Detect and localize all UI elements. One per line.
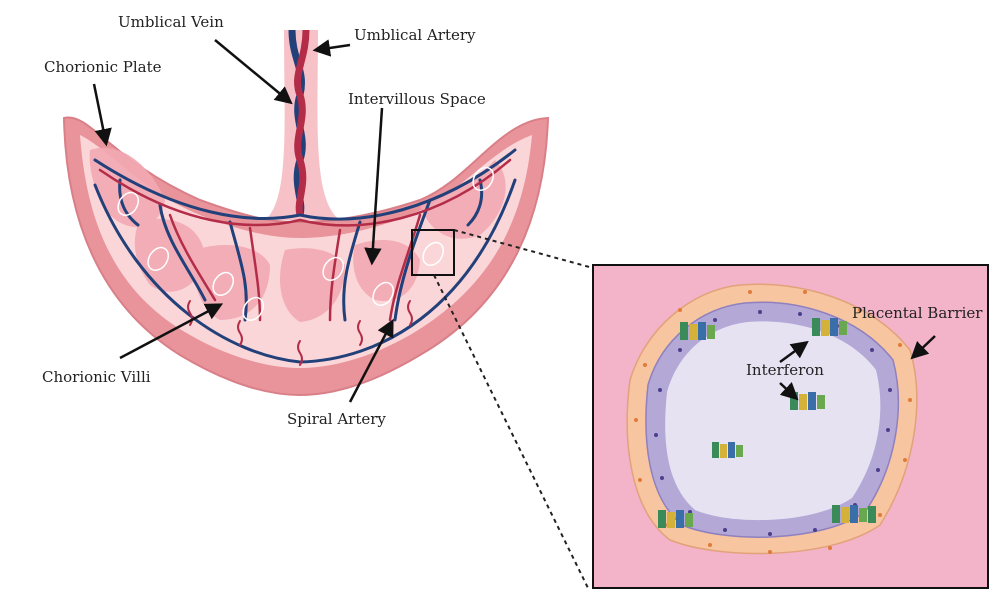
lumen — [665, 321, 881, 521]
label-spiral-artery: Spiral Artery — [287, 410, 386, 428]
arrow-intervillous-space — [364, 107, 384, 266]
arrow-umbilical-vein — [214, 39, 293, 105]
zoom-indicator — [411, 229, 594, 589]
label-umbilical-artery: Umblical Artery — [354, 26, 476, 44]
label-intervillous-space: Intervillous Space — [348, 90, 486, 108]
zoom-line-bottom — [433, 274, 589, 589]
label-interferon: Interferon — [746, 361, 824, 379]
arteries — [98, 158, 512, 322]
placental-barrier-inset — [592, 264, 989, 589]
arrow-chorionic-plate — [92, 83, 112, 147]
arrow-chorionic-villi — [119, 303, 224, 360]
label-chorionic-villi: Chorionic Villi — [42, 368, 151, 386]
annotation-arrows — [92, 39, 936, 403]
spiral-arteries — [187, 300, 413, 366]
label-chorionic-plate: Chorionic Plate — [44, 58, 162, 76]
zoom-line-top — [453, 229, 594, 269]
placenta-section — [62, 116, 550, 397]
vessel-network — [93, 148, 517, 366]
villi-tips — [117, 166, 495, 321]
umbilical-artery-strand — [294, 29, 310, 216]
arrow-placental-barrier — [910, 335, 936, 360]
label-placental-barrier: Placental Barrier — [852, 304, 983, 322]
arrow-interferon-down — [779, 382, 799, 401]
arrow-spiral-artery — [348, 318, 394, 403]
umbilical-cord — [265, 29, 340, 220]
arrow-umbilical-artery — [312, 39, 351, 57]
labels: Umblical Vein Umblical Artery Chorionic … — [42, 13, 983, 428]
label-umbilical-vein: Umblical Vein — [118, 13, 224, 31]
veins — [93, 148, 517, 364]
interferon-molecules — [658, 318, 876, 528]
arrow-interferon-up — [779, 340, 809, 364]
zoom-box — [411, 229, 455, 276]
